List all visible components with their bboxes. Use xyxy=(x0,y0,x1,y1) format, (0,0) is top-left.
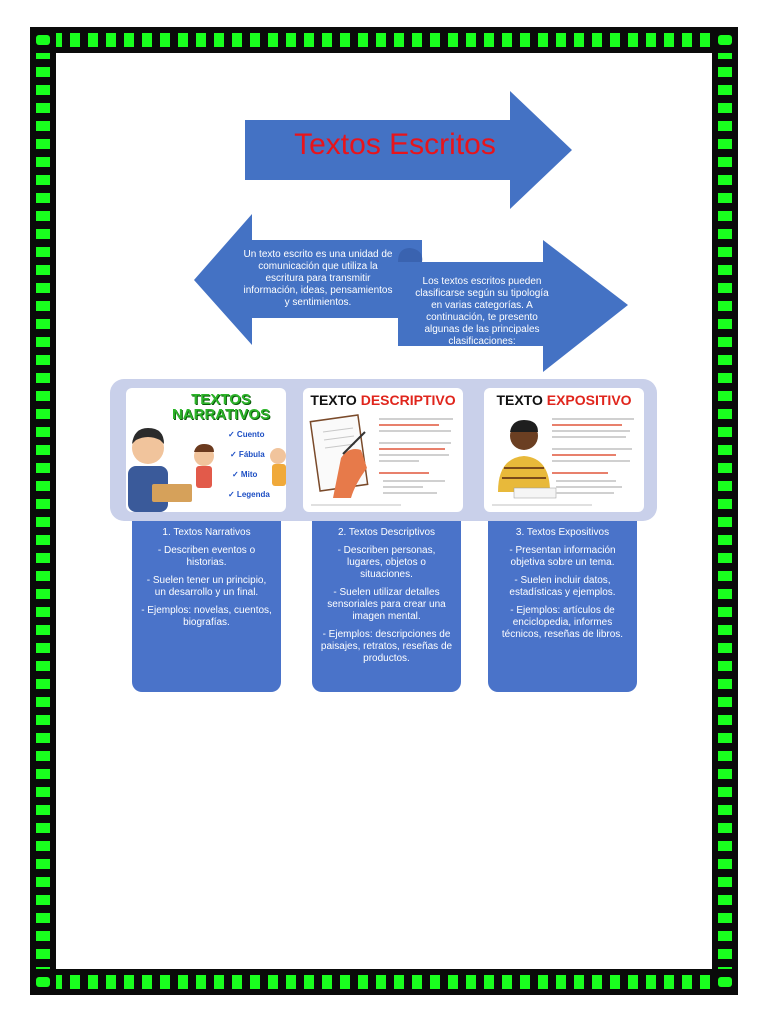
narrative-texts-column: 1. Textos Narrativos - Describen eventos… xyxy=(132,521,281,692)
narrative-item: ✓ Fábula xyxy=(230,450,265,459)
descriptive-text-image: TEXTO DESCRIPTIVO xyxy=(303,388,463,512)
column-heading: 2. Textos Descriptivos xyxy=(337,527,436,538)
expository-text-image: TEXTO EXPOSITIVO xyxy=(484,388,644,512)
film-border-right xyxy=(712,27,738,995)
column-point: - Suelen tener un principio, un desarrol… xyxy=(146,575,267,598)
camera-icon xyxy=(30,969,56,995)
narrative-illustration xyxy=(128,428,286,512)
column-point: - Presentan información objetiva sobre u… xyxy=(509,545,616,568)
definition-arrow xyxy=(194,214,422,345)
definition-text: Un texto escrito es una unidad de comuni… xyxy=(243,249,393,308)
title-arrow xyxy=(245,91,572,209)
expository-texts-column: 3. Textos Expositivos - Presentan inform… xyxy=(488,521,637,692)
column-point: - Describen personas, lugares, objetos o… xyxy=(337,545,436,580)
writing-hand-illustration xyxy=(309,414,453,506)
page-title: Textos Escritos xyxy=(294,128,496,161)
film-border-top xyxy=(30,27,738,53)
narrative-texts-image: TEXTOS NARRATIVOS ✓ Cuento ✓ Fábula ✓ Mi… xyxy=(126,388,286,512)
narrative-card-title: TEXTOS NARRATIVOS xyxy=(171,391,271,423)
expository-card-title: TEXTO EXPOSITIVO xyxy=(496,392,632,408)
column-point: - Ejemplos: novelas, cuentos, biografías… xyxy=(141,605,272,628)
column-heading: 1. Textos Narrativos xyxy=(162,527,251,538)
camera-icon xyxy=(30,27,56,53)
narrative-item: ✓ Mito xyxy=(232,470,258,479)
camera-icon xyxy=(712,969,738,995)
film-border-left xyxy=(30,27,56,995)
student-illustration xyxy=(492,418,634,506)
column-point: - Ejemplos: artículos de enciclopedia, i… xyxy=(501,605,624,640)
narrative-item: ✓ Legenda xyxy=(228,490,270,499)
column-point: - Describen eventos o historias. xyxy=(157,545,256,568)
descriptive-card-title: TEXTO DESCRIPTIVO xyxy=(310,392,456,408)
film-border-bottom xyxy=(30,969,738,995)
descriptive-texts-column: 2. Textos Descriptivos - Describen perso… xyxy=(312,521,461,692)
column-point: - Suelen utilizar detalles sensoriales p… xyxy=(327,587,446,622)
camera-icon xyxy=(712,27,738,53)
column-heading: 3. Textos Expositivos xyxy=(515,527,610,538)
column-point: - Suelen incluir datos, estadísticas y e… xyxy=(509,575,616,598)
column-point: - Ejemplos: descripciones de paisajes, r… xyxy=(320,629,453,664)
classification-arrow xyxy=(398,240,628,372)
narrative-item: ✓ Cuento xyxy=(228,430,265,439)
classification-intro-text: Los textos escritos pueden clasificarse … xyxy=(415,276,549,347)
